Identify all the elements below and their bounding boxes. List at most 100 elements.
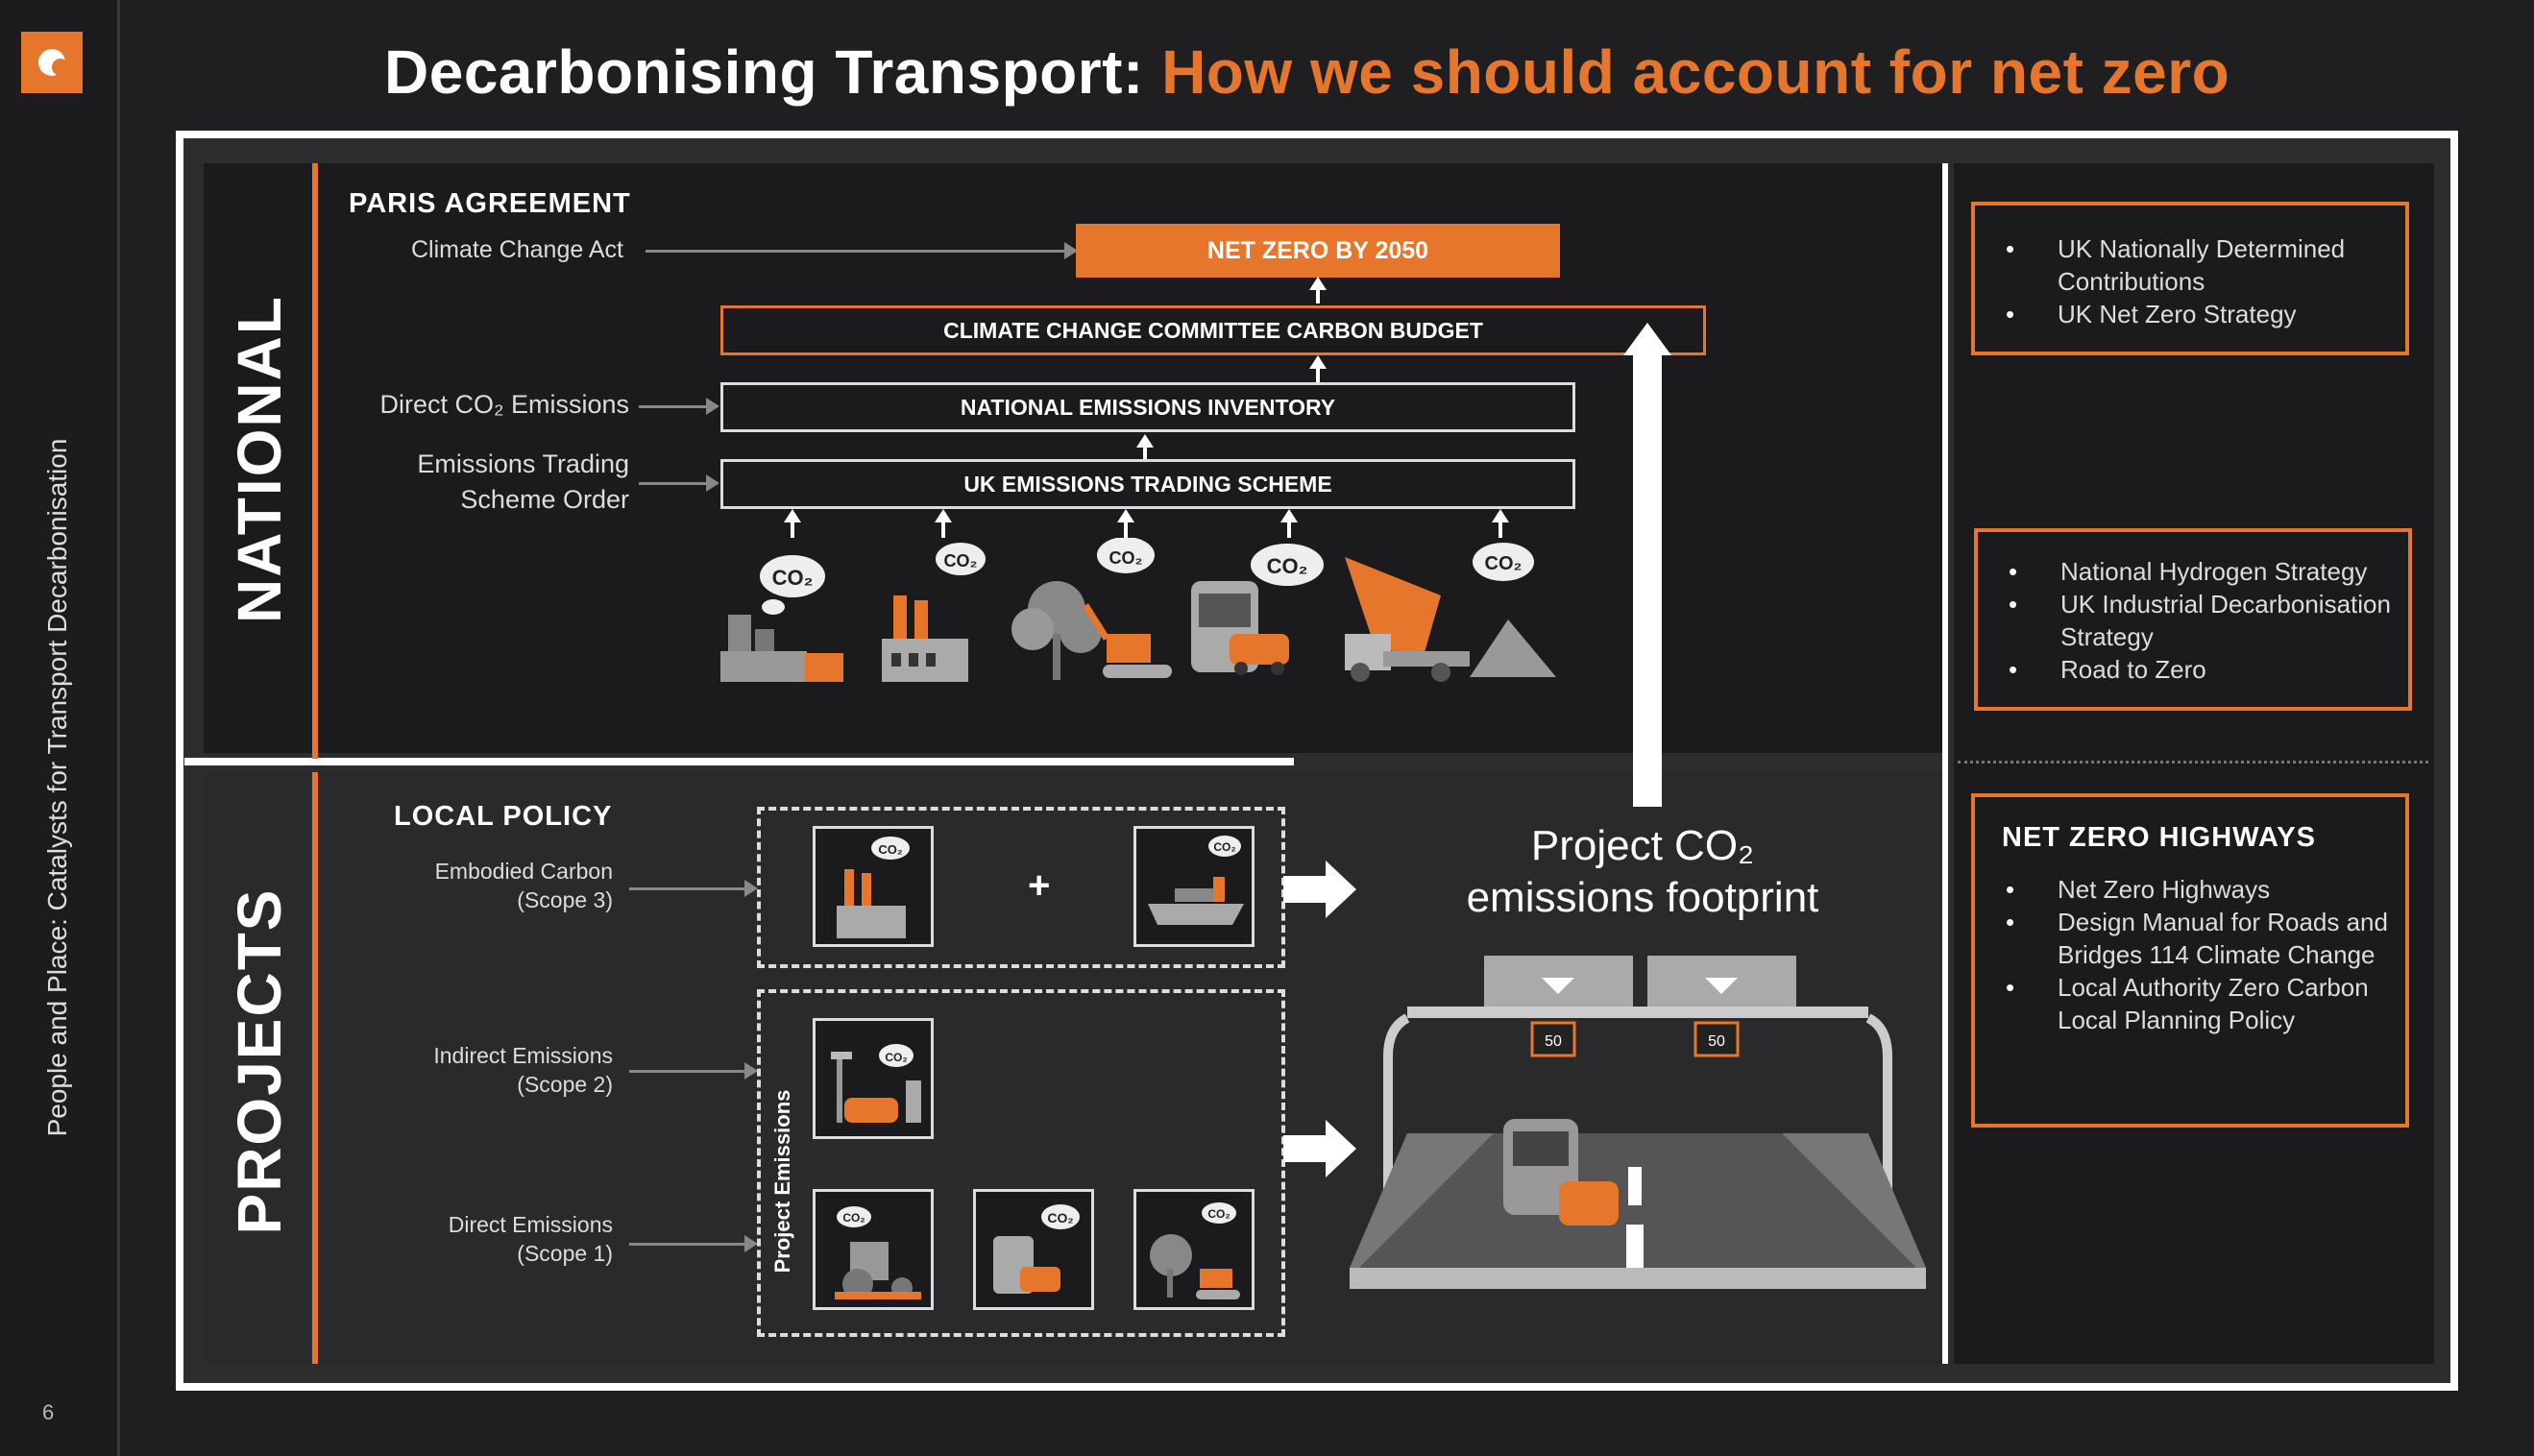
scope1-label-line2: (Scope 1): [517, 1241, 613, 1266]
svg-text:CO₂: CO₂: [1047, 1210, 1073, 1225]
national-side-label: NATIONAL: [225, 295, 294, 623]
ship-icon: CO₂: [1148, 836, 1244, 925]
arrow-up-icon: [1280, 509, 1298, 522]
svg-text:50: 50: [1545, 1033, 1562, 1050]
arrow-right-icon: [1064, 242, 1078, 259]
arrow-right-icon: [744, 1235, 758, 1252]
bus-car-icon: CO₂: [1191, 544, 1324, 675]
svg-text:50: 50: [1708, 1033, 1725, 1050]
big-up-arrow-shaft: [1633, 355, 1662, 807]
net-zero-box: NET ZERO BY 2050: [1076, 224, 1560, 278]
svg-text:CO₂: CO₂: [1213, 840, 1235, 854]
policy-box-hydrogen: National Hydrogen Strategy UK Industrial…: [1974, 528, 2412, 711]
ets-order-line1: Emissions Trading: [417, 449, 629, 478]
policy-box-net-zero-highways: NET ZERO HIGHWAYS Net Zero Highways Desi…: [1971, 793, 2409, 1128]
factory-tile: CO₂: [813, 826, 934, 947]
direct-co2-label: Direct CO₂ Emissions: [379, 390, 629, 419]
svg-text:CO₂: CO₂: [772, 566, 814, 590]
national-emissions-inventory-box: NATIONAL EMISSIONS INVENTORY: [720, 382, 1575, 432]
arrow-up-icon: [1136, 434, 1154, 448]
policy-item: Net Zero Highways: [2006, 873, 2405, 906]
page-number: 6: [42, 1400, 55, 1424]
scope2-label-line2: (Scope 2): [517, 1072, 613, 1097]
svg-text:CO₂: CO₂: [1485, 553, 1523, 574]
left-sidebar: [0, 0, 120, 1456]
svg-text:CO₂: CO₂: [1207, 1207, 1230, 1221]
policy-box-ndc: UK Nationally Determined Contributions U…: [1971, 202, 2409, 355]
page-title: Decarbonising Transport: How we should a…: [384, 36, 2229, 108]
tree-excavator-icon: CO₂: [1011, 538, 1172, 680]
block-arrow-right-icon: [1283, 1120, 1356, 1177]
ev-charger-icon: CO₂: [831, 1044, 921, 1123]
scope3-label-line1: Embodied Carbon: [434, 859, 613, 884]
horizontal-divider: [184, 758, 1294, 765]
project-emissions-label: Project Emissions: [770, 1089, 794, 1274]
arrow-up-icon: [935, 509, 952, 522]
dump-truck-icon: CO₂: [1345, 543, 1556, 682]
policy-item: National Hydrogen Strategy: [2009, 555, 2408, 588]
national-accent-line: [312, 163, 318, 759]
paris-agreement-heading: PARIS AGREEMENT: [349, 188, 631, 219]
arrow-up-icon: [784, 509, 801, 522]
policy-panel: [1954, 163, 2434, 1364]
scope2-label-line1: Indirect Emissions: [433, 1043, 613, 1068]
ets-order-line2: Scheme Order: [460, 485, 629, 514]
policy-item: Local Authority Zero Carbon Local Planni…: [2006, 971, 2405, 1036]
dotted-divider: [1958, 761, 2428, 764]
policy-item: UK Nationally Determined Contributions: [2006, 232, 2405, 298]
svg-text:CO₂: CO₂: [1267, 554, 1308, 578]
scope3-label-line2: (Scope 3): [517, 887, 613, 912]
arrow-right-icon: [744, 1062, 758, 1080]
tree-excavator-icon: CO₂: [1150, 1202, 1240, 1299]
big-up-arrow-icon: [1623, 323, 1671, 355]
footprint-line1: Project CO₂: [1530, 822, 1755, 869]
climate-change-act-label: Climate Change Act: [411, 236, 623, 263]
projects-side-label: PROJECTS: [225, 887, 294, 1235]
tractor-tile: CO₂: [813, 1189, 934, 1310]
svg-text:CO₂: CO₂: [885, 1051, 907, 1064]
svg-text:CO₂: CO₂: [842, 1211, 865, 1225]
emission-sources-illustration: CO₂ CO₂ CO₂ CO₂ CO₂: [720, 538, 1556, 682]
local-policy-heading: LOCAL POLICY: [394, 801, 613, 832]
arrow-up-icon: [1309, 355, 1327, 369]
footprint-line2: emissions footprint: [1466, 874, 1819, 921]
factory-icon: CO₂: [882, 543, 986, 682]
ccc-carbon-budget-box: CLIMATE CHANGE COMMITTEE CARBON BUDGET: [720, 305, 1706, 355]
logo-mark: [38, 49, 69, 76]
policy-item: UK Net Zero Strategy: [2006, 298, 2405, 330]
arrow-up-icon: [1492, 509, 1509, 522]
arrow-right-icon: [706, 398, 719, 415]
brand-logo-icon: [21, 32, 83, 93]
policy-item: UK Industrial Decarbonisation Strategy: [2009, 588, 2408, 653]
factory-icon: CO₂: [720, 555, 843, 682]
svg-text:CO₂: CO₂: [944, 551, 978, 570]
arrow-up-icon: [1117, 509, 1134, 522]
svg-text:CO₂: CO₂: [1109, 548, 1143, 568]
policy-item: Road to Zero: [2009, 653, 2408, 686]
policy-item: Design Manual for Roads and Bridges 114 …: [2006, 906, 2405, 971]
title-white: Decarbonising Transport:: [384, 37, 1144, 107]
arrow-right-icon: [744, 880, 758, 897]
uk-ets-box: UK EMISSIONS TRADING SCHEME: [720, 459, 1575, 509]
factory-icon: CO₂: [837, 837, 910, 938]
tractor-icon: CO₂: [835, 1206, 921, 1299]
tree-excavator-tile: CO₂: [1133, 1189, 1255, 1310]
block-arrow-right-icon: [1283, 861, 1356, 918]
scope1-label-line1: Direct Emissions: [448, 1212, 613, 1237]
ship-tile: CO₂: [1133, 826, 1255, 947]
net-zero-highways-heading: NET ZERO HIGHWAYS: [2002, 822, 2316, 853]
arrow-line: [646, 250, 1064, 253]
arrow-up-icon: [1309, 277, 1327, 290]
plus-sign: +: [1028, 864, 1051, 907]
bus-car-icon: CO₂: [993, 1204, 1080, 1294]
projects-accent-line: [312, 772, 318, 1364]
ev-charger-tile: CO₂: [813, 1018, 934, 1139]
sidebar-vertical-title: People and Place: Catalysts for Transpor…: [42, 438, 72, 1137]
highway-illustration: 50 50: [1350, 956, 1926, 1289]
arrow-right-icon: [706, 474, 719, 492]
bus-car-tile: CO₂: [973, 1189, 1094, 1310]
svg-text:CO₂: CO₂: [878, 842, 903, 857]
vertical-divider: [1942, 163, 1948, 1364]
project-emissions-dashed-group: [757, 989, 1285, 1337]
title-orange: How we should account for net zero: [1161, 37, 2230, 107]
